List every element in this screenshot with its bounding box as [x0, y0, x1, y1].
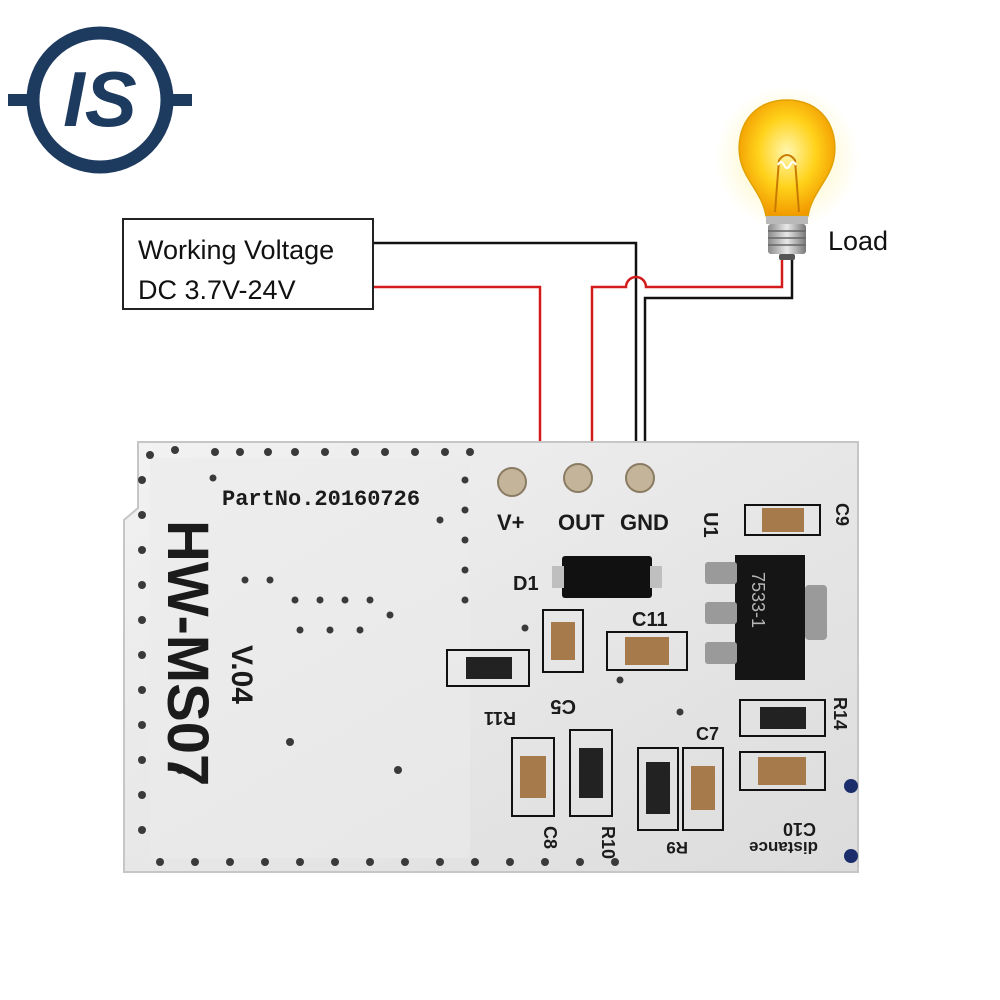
label-r10: R10: [598, 826, 618, 859]
brand-logo: IS: [8, 26, 192, 174]
diode-d1: [562, 556, 652, 598]
label-c8: C8: [540, 826, 560, 849]
resistor-r9: [646, 762, 670, 814]
load-label: Load: [828, 226, 889, 256]
label-c10: C10: [783, 819, 816, 839]
label-r9: R9: [666, 838, 688, 857]
light-bulb-icon: [715, 86, 859, 260]
pin-label-vplus: V+: [497, 510, 525, 535]
capacitor-c7: [691, 766, 715, 810]
power-supply-box: Working Voltage DC 3.7V-24V: [122, 218, 374, 310]
label-r11: R11: [484, 708, 516, 728]
ic-marking: 7533-1: [748, 572, 768, 628]
power-supply-title: Working Voltage: [138, 235, 335, 265]
capacitor-c9: [762, 508, 804, 532]
version-label: V.04: [225, 645, 258, 704]
label-r14: R14: [830, 697, 850, 730]
part-number: PartNo.20160726: [222, 487, 420, 512]
label-d1: D1: [513, 573, 539, 595]
label-c7: C7: [696, 724, 719, 744]
capacitor-c8: [520, 756, 546, 798]
output-wire-load: [590, 258, 784, 470]
sensor-module: PartNo.20160726 HW-MS07 V.04 V+ OUT GND …: [123, 441, 859, 873]
label-c11: C11: [632, 609, 668, 631]
ground-wire-supply: [374, 241, 638, 470]
power-supply-range: DC 3.7V-24V: [138, 275, 296, 305]
label-u1: U1: [699, 512, 721, 538]
pin-label-gnd: GND: [620, 510, 669, 535]
regulator-u1: [735, 555, 805, 680]
logo-text: IS: [63, 55, 137, 143]
wires: [374, 241, 794, 470]
antenna-area: [150, 458, 470, 858]
pad-vplus: [497, 467, 527, 497]
capacitor-c10: [758, 757, 806, 785]
capacitor-c11: [625, 637, 669, 665]
resistor-r11: [466, 657, 512, 679]
label-distance: distance: [749, 838, 818, 857]
edge-vias: [138, 446, 684, 866]
label-c5: C5: [550, 695, 576, 717]
positive-wire-supply: [374, 285, 542, 470]
resistor-r14: [760, 707, 806, 729]
model-name: HW-MS07: [155, 520, 220, 786]
pin-label-out: OUT: [558, 510, 605, 535]
resistor-r10: [579, 748, 603, 798]
mounting-hole: [844, 849, 858, 863]
pad-out: [563, 463, 593, 493]
pad-gnd: [625, 463, 655, 493]
pin-pads: [497, 463, 655, 497]
label-c9: C9: [832, 503, 852, 526]
mounting-hole: [844, 779, 858, 793]
ground-wire-load: [643, 258, 794, 470]
capacitor-c5: [551, 622, 575, 660]
